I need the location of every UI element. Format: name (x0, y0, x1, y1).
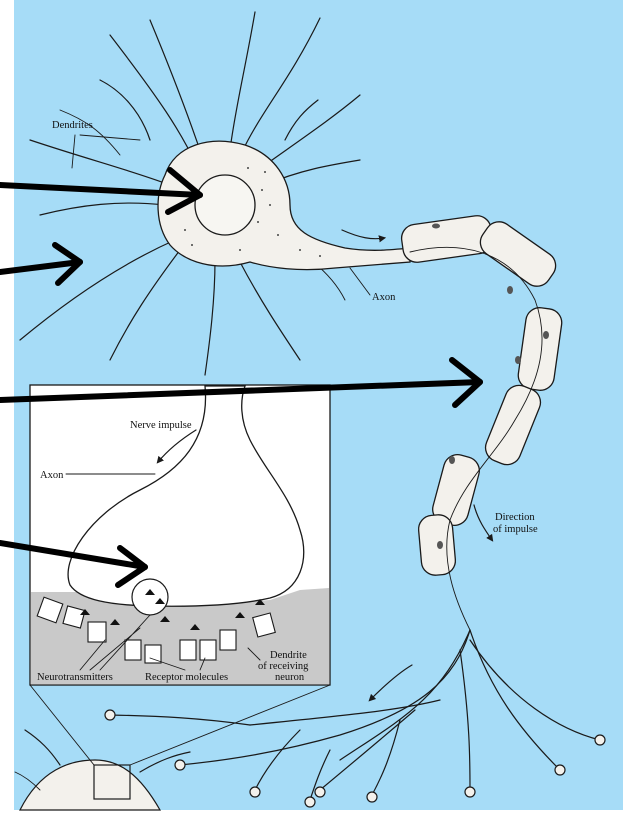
label-inset-axon: Axon (40, 470, 64, 481)
synapse-inset: Nerve impulse Axon Neurotransmitters Rec… (30, 385, 330, 685)
label-neurotransmitters: Neurotransmitters (37, 672, 113, 683)
label-receptor-molecules: Receptor molecules (145, 672, 228, 683)
label-nerve-impulse: Nerve impulse (130, 420, 192, 431)
synaptic-vesicle (132, 579, 168, 615)
label-direction-line2: of impulse (493, 524, 538, 535)
label-dendrites: Dendrites (52, 120, 93, 131)
label-dendrite-receiving-line2: of receiving (258, 661, 309, 672)
label-axon: Axon (372, 292, 396, 303)
label-dendrite-receiving-line1: Dendrite (270, 650, 307, 661)
label-direction-line1: Direction (495, 512, 535, 523)
label-dendrite-receiving-line3: neuron (275, 672, 305, 683)
nucleus (195, 175, 255, 235)
